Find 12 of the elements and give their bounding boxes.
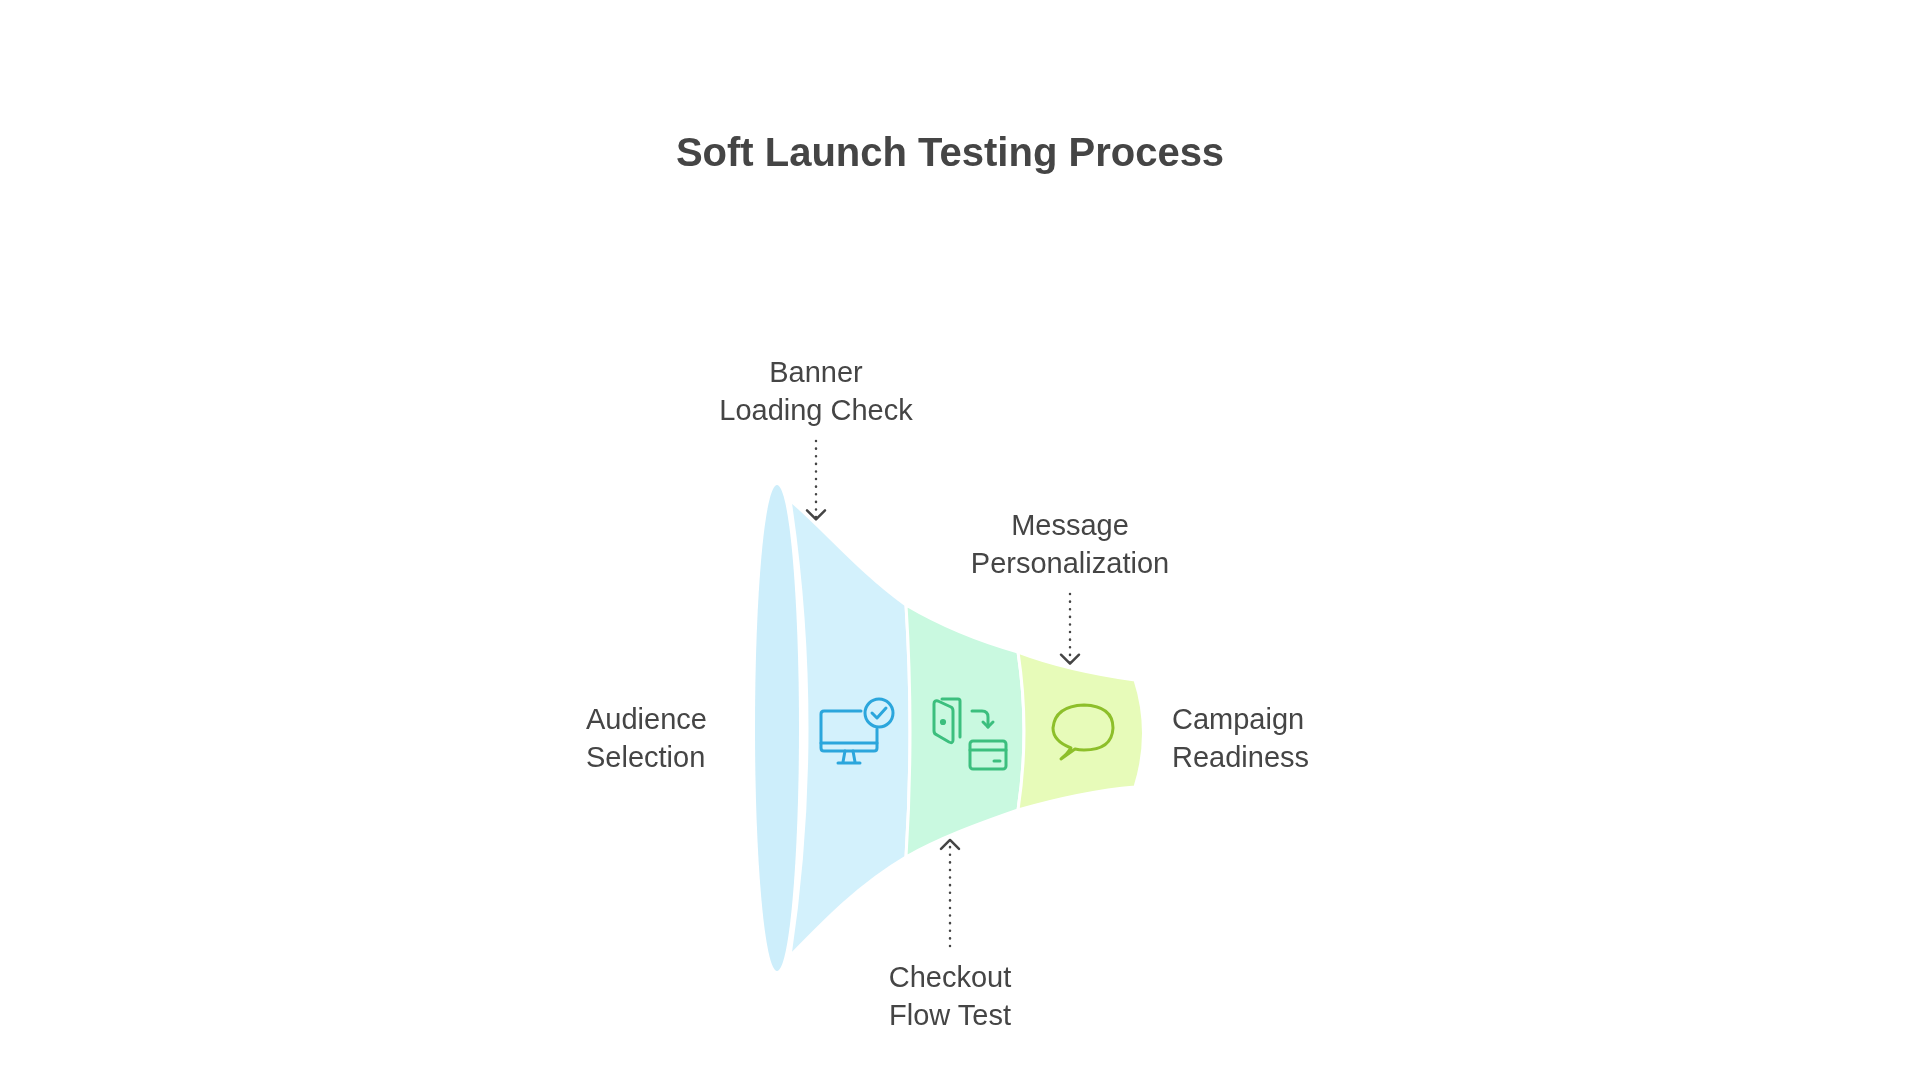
funnel-rim	[755, 485, 799, 971]
funnel-segment	[906, 605, 1024, 857]
step-label: Checkout Flow Test	[883, 958, 1017, 1034]
dotted-arrow	[805, 439, 827, 521]
step-label: Banner Loading Check	[716, 353, 916, 429]
dotted-arrow	[1059, 592, 1081, 665]
funnel-segment	[1018, 652, 1144, 810]
stage-label: Campaign Readiness	[1172, 702, 1311, 775]
step-label: Message Personalization	[965, 506, 1175, 582]
diagram-title: Soft Launch Testing Process	[675, 129, 1225, 176]
stage-label: Audience Selection	[586, 702, 708, 775]
dotted-arrow	[939, 838, 961, 948]
